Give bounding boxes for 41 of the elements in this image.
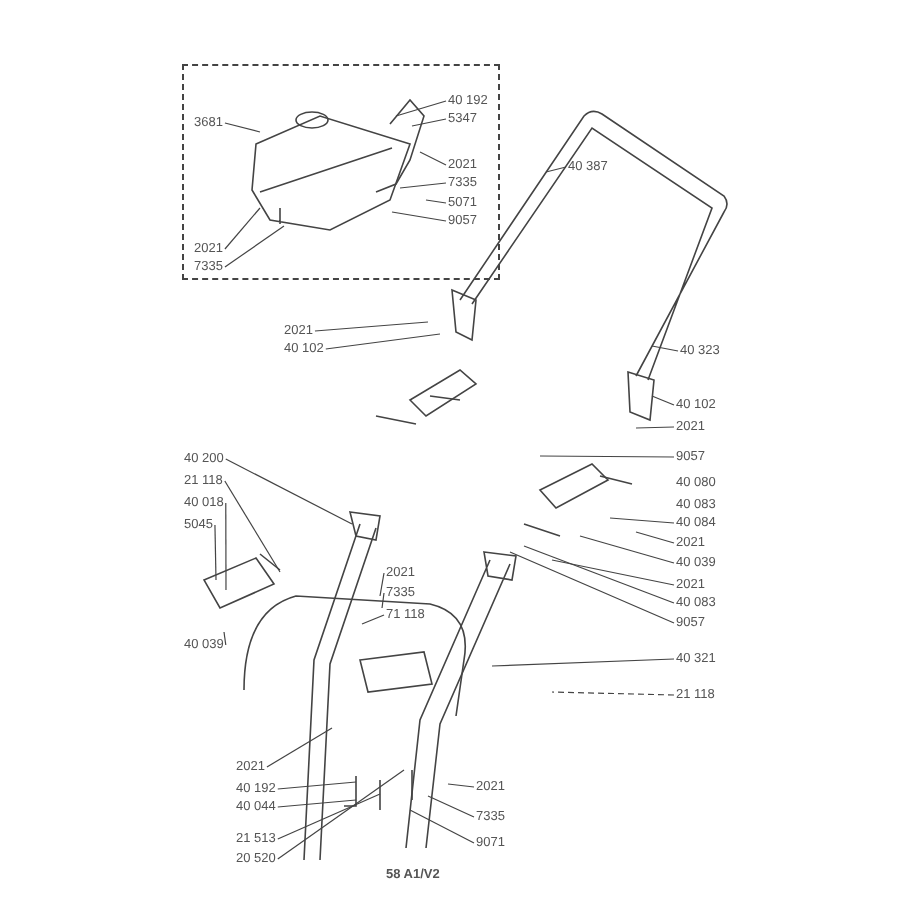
leader-line — [325, 333, 441, 350]
leader-line — [579, 535, 675, 564]
leader-line — [635, 531, 675, 544]
leader-line — [379, 572, 385, 597]
leader-line — [223, 631, 227, 646]
leader-line — [266, 727, 333, 768]
leader-line — [277, 781, 357, 790]
leader-line — [551, 691, 675, 696]
dashed-group-frame — [182, 64, 500, 280]
leader-line — [391, 211, 447, 222]
leader-line — [609, 517, 675, 524]
leader-line — [651, 395, 675, 406]
leader-line — [409, 809, 475, 844]
leader-line — [651, 345, 679, 352]
leader-line — [277, 799, 357, 808]
leader-line — [224, 122, 261, 133]
leader-line — [545, 166, 567, 173]
leader-line — [214, 524, 217, 581]
leader-line — [419, 151, 447, 166]
leader-line — [314, 321, 429, 332]
leader-line — [539, 455, 675, 458]
leader-line — [523, 545, 675, 604]
leader-line — [447, 783, 475, 788]
leader-line — [277, 769, 405, 860]
leader-line — [509, 551, 675, 624]
leader-line — [395, 100, 447, 117]
leader-line — [224, 480, 281, 573]
leader-line — [225, 458, 353, 525]
leader-line — [551, 559, 675, 586]
leader-line — [277, 793, 381, 840]
leader-line — [399, 182, 447, 189]
leader-line — [224, 225, 285, 268]
leader-line — [224, 207, 261, 250]
leader-line — [491, 658, 675, 667]
leader-line — [225, 502, 227, 591]
leader-line — [635, 426, 675, 429]
leader-line — [361, 614, 385, 625]
leader-line — [427, 795, 475, 818]
leader-line — [411, 118, 447, 127]
leader-line — [381, 592, 385, 609]
leader-line — [425, 199, 447, 204]
